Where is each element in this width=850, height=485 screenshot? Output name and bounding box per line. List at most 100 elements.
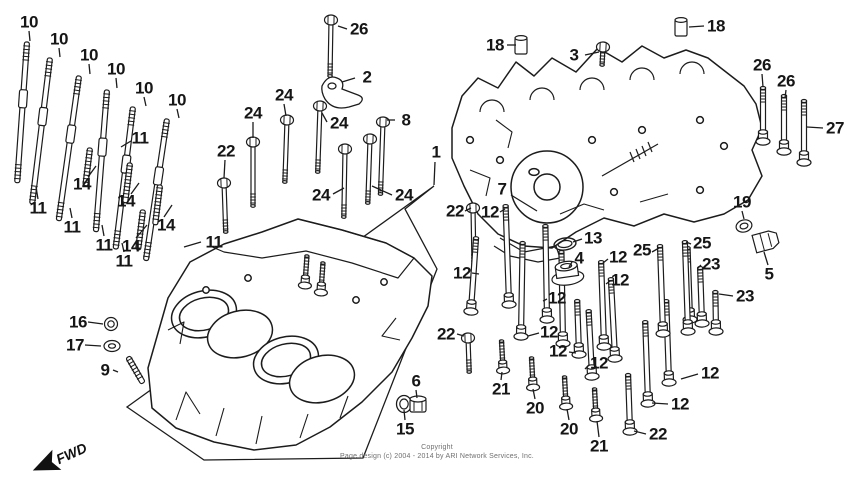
leader-lines (28, 25, 824, 438)
hex-bolt-icon (279, 114, 295, 184)
stud-bolt-icon (92, 89, 111, 233)
part-callout-2[interactable]: 2 (362, 67, 372, 87)
part-callout-26[interactable]: 26 (350, 19, 368, 39)
hex-bolt-icon (460, 332, 476, 374)
part-callout-11[interactable]: 11 (63, 217, 81, 237)
part-callout-7[interactable]: 7 (497, 179, 507, 199)
hex-bolt-icon (312, 100, 328, 174)
part-callout-21[interactable]: 21 (492, 379, 510, 399)
part-callout-24[interactable]: 24 (330, 113, 348, 133)
small-bolt-icon (558, 375, 574, 411)
part-callout-23[interactable]: 23 (736, 286, 754, 306)
part-callout-22[interactable]: 22 (649, 424, 667, 444)
flange-bolt-icon (680, 239, 696, 336)
part-callout-15[interactable]: 15 (396, 419, 414, 439)
small-bolt-icon (525, 356, 541, 392)
part-callout-12[interactable]: 12 (549, 341, 567, 361)
part-callout-27[interactable]: 27 (826, 118, 844, 138)
part-callout-5[interactable]: 5 (764, 264, 774, 284)
flange-bolt-icon (596, 259, 612, 351)
flange-bolt-icon (776, 93, 792, 156)
part-callout-10[interactable]: 10 (168, 90, 186, 110)
part-callout-22[interactable]: 22 (217, 141, 235, 161)
part-callout-18[interactable]: 18 (707, 16, 725, 36)
part-callout-11[interactable]: 11 (131, 128, 149, 148)
hanger-bracket-icon (321, 76, 363, 109)
hex-bolt-icon (595, 41, 611, 67)
part-callout-12[interactable]: 12 (540, 322, 558, 342)
part-callout-12[interactable]: 12 (548, 288, 566, 308)
hex-bolt-icon (375, 116, 391, 196)
flange-bolt-icon (463, 236, 480, 316)
part-callout-12[interactable]: 12 (590, 353, 608, 373)
part-callout-18[interactable]: 18 (486, 35, 504, 55)
part-callout-12[interactable]: 12 (481, 202, 499, 222)
part-callout-11[interactable]: 11 (29, 198, 47, 218)
part-callout-10[interactable]: 10 (80, 45, 98, 65)
part-callout-11[interactable]: 11 (205, 232, 223, 252)
part-callout-22[interactable]: 22 (437, 324, 455, 344)
part-callout-16[interactable]: 16 (69, 312, 87, 332)
part-callout-10[interactable]: 10 (50, 29, 68, 49)
part-callout-3[interactable]: 3 (569, 45, 579, 65)
part-callout-14[interactable]: 14 (157, 215, 175, 235)
part-callout-6[interactable]: 6 (411, 371, 421, 391)
part-callout-4[interactable]: 4 (574, 248, 584, 268)
part-callout-24[interactable]: 24 (244, 103, 262, 123)
part-callout-12[interactable]: 12 (611, 270, 629, 290)
part-callout-22[interactable]: 22 (446, 201, 464, 221)
small-bolt-icon (588, 387, 604, 423)
part-callout-25[interactable]: 25 (633, 240, 651, 260)
part-callout-12[interactable]: 12 (453, 263, 471, 283)
stud-bolt-icon (125, 355, 146, 385)
part-callout-26[interactable]: 26 (753, 55, 771, 75)
part-callout-12[interactable]: 12 (609, 247, 627, 267)
flange-bolt-icon (655, 243, 671, 338)
part-callout-23[interactable]: 23 (702, 254, 720, 274)
part-callout-20[interactable]: 20 (560, 419, 578, 439)
hex-bolt-icon (323, 14, 339, 78)
part-callout-12[interactable]: 12 (671, 394, 689, 414)
part-callout-24[interactable]: 24 (312, 185, 330, 205)
o-ring-icon (395, 394, 413, 414)
flange-bolt-icon (755, 85, 771, 146)
left-crankcase-illustration (147, 218, 433, 451)
flange-bolt-icon (501, 203, 517, 309)
small-bolt-icon (297, 254, 312, 290)
copyright-line-1: Copyright (421, 444, 453, 451)
flange-bolt-icon (708, 289, 724, 336)
part-callout-24[interactable]: 24 (275, 85, 293, 105)
part-callout-26[interactable]: 26 (777, 71, 795, 91)
washer-icon (103, 339, 121, 353)
part-callout-20[interactable]: 20 (526, 398, 544, 418)
part-callout-14[interactable]: 14 (122, 236, 140, 256)
part-callout-14[interactable]: 14 (73, 174, 91, 194)
part-callout-13[interactable]: 13 (584, 228, 602, 248)
stud-bolt-icon (82, 147, 94, 187)
part-callout-8[interactable]: 8 (401, 110, 411, 130)
part-callout-10[interactable]: 10 (107, 59, 125, 79)
part-callout-10[interactable]: 10 (20, 12, 38, 32)
part-callout-11[interactable]: 11 (95, 235, 113, 255)
stud-bolt-icon (14, 41, 31, 184)
part-callout-10[interactable]: 10 (135, 78, 153, 98)
part-callout-19[interactable]: 19 (733, 192, 751, 212)
part-callout-9[interactable]: 9 (100, 360, 110, 380)
flange-bolt-icon (640, 319, 656, 408)
fastener-icons (14, 14, 812, 436)
part-callout-24[interactable]: 24 (395, 185, 413, 205)
part-callout-12[interactable]: 12 (701, 363, 719, 383)
fwd-label: FWD (54, 440, 90, 468)
part-callout-1[interactable]: 1 (431, 142, 441, 162)
part-callout-21[interactable]: 21 (590, 436, 608, 456)
part-callout-11[interactable]: 11 (115, 251, 133, 271)
part-callout-25[interactable]: 25 (693, 233, 711, 253)
assembly-boundary-line (125, 185, 438, 461)
dowel-pin-icon (674, 17, 688, 37)
part-callout-17[interactable]: 17 (66, 335, 84, 355)
oil-drain-plug-icon (751, 230, 780, 254)
fwd-arrow-icon (32, 449, 62, 471)
part-callout-14[interactable]: 14 (117, 191, 135, 211)
